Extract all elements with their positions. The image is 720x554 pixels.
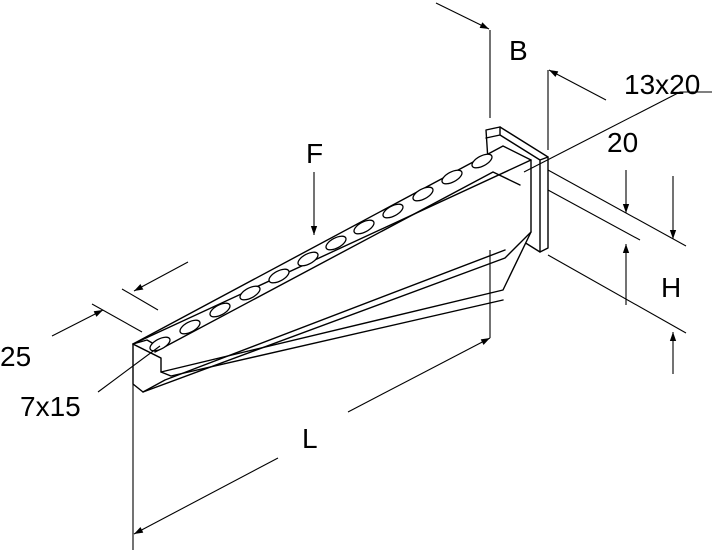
label-13x20: 13x20 bbox=[624, 69, 700, 100]
label-20: 20 bbox=[607, 127, 638, 158]
force-f: F bbox=[306, 138, 323, 235]
label-25: 25 bbox=[0, 341, 31, 372]
label-b: B bbox=[509, 35, 528, 66]
leader-13x20: 13x20 bbox=[523, 69, 712, 173]
dimension-20: 20 bbox=[547, 127, 687, 305]
label-l: L bbox=[302, 423, 318, 454]
dimension-25: 25 bbox=[0, 261, 189, 372]
label-7x15: 7x15 bbox=[20, 391, 81, 422]
dimension-l: L bbox=[132, 250, 491, 550]
label-h: H bbox=[661, 272, 681, 303]
cantilever-arm bbox=[132, 145, 532, 393]
label-f: F bbox=[306, 138, 323, 169]
slot-row bbox=[149, 153, 493, 352]
leader-7x15: 7x15 bbox=[20, 345, 161, 422]
dimension-b: B bbox=[435, 2, 607, 150]
dimension-h: H bbox=[547, 176, 687, 374]
